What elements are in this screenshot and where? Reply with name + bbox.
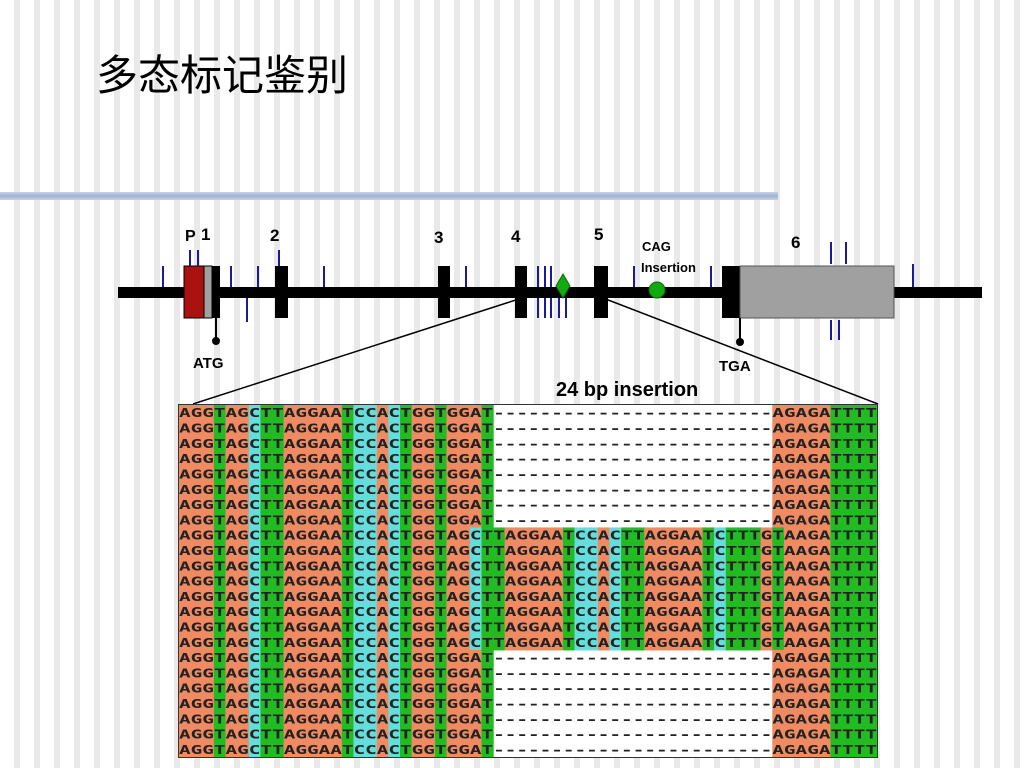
cag-label-line2: Insertion <box>641 260 696 275</box>
sequence-alignment: AGGTAGCTTAGGAATCCACTGGTGGAT-------------… <box>179 405 878 758</box>
alignment-row: AGGTAGCTTAGGAATCCACTGGTAGCTTAGGAATCCACTT… <box>179 542 878 559</box>
alignment-row: AGGTAGCTTAGGAATCCACTGGTAGCTTAGGAATCCACTT… <box>179 527 878 544</box>
alignment-sequence: AGGTAGCTTAGGAATCCACTGGTGGAT-------------… <box>179 665 877 680</box>
alignment-sequence: AGGTAGCTTAGGAATCCACTGGTGGAT-------------… <box>179 482 877 497</box>
alignment-row: AGGTAGCTTAGGAATCCACTGGTAGCTTAGGAATCCACTT… <box>179 619 878 636</box>
alignment-row: AGGTAGCTTAGGAATCCACTGGTGGAT-------------… <box>179 496 878 513</box>
gene-structure-diagram: P 1 2 3 4 5 6 CAG Insertion ATG TGA 24 b… <box>118 225 982 404</box>
exon1-label: 1 <box>201 225 210 244</box>
zoom-line-right <box>602 297 879 404</box>
atg-dot <box>212 337 220 345</box>
alignment-sequence: AGGTAGCTTAGGAATCCACTGGTAGCTTAGGAATCCACTT… <box>179 635 877 650</box>
alignment-row: AGGTAGCTTAGGAATCCACTGGTGGAT-------------… <box>179 466 878 483</box>
slide-title: 多态标记鉴别 <box>96 51 349 100</box>
alignment-sequence: AGGTAGCTTAGGAATCCACTGGTAGCTTAGGAATCCACTT… <box>179 528 877 543</box>
exon5-label: 5 <box>594 225 603 244</box>
alignment-row: AGGTAGCTTAGGAATCCACTGGTGGAT-------------… <box>179 450 878 467</box>
alignment-sequence: AGGTAGCTTAGGAATCCACTGGTAGCTTAGGAATCCACTT… <box>179 620 877 635</box>
alignment-sequence: AGGTAGCTTAGGAATCCACTGGTGGAT-------------… <box>179 421 877 436</box>
alignment-row: AGGTAGCTTAGGAATCCACTGGTAGCTTAGGAATCCACTT… <box>179 634 878 651</box>
alignment-row: AGGTAGCTTAGGAATCCACTGGTGGAT-------------… <box>179 695 878 712</box>
exon5-box <box>594 266 608 318</box>
alignment-row: AGGTAGCTTAGGAATCCACTGGTGGAT-------------… <box>179 420 878 437</box>
exon1-utr-box <box>203 265 213 319</box>
alignment-row: AGGTAGCTTAGGAATCCACTGGTGGAT-------------… <box>179 512 878 529</box>
atg-label: ATG <box>193 355 224 372</box>
exon6-coding-box <box>722 266 740 318</box>
alignment-row: AGGTAGCTTAGGAATCCACTGGTAGCTTAGGAATCCACTT… <box>179 588 878 605</box>
zoom-line-left <box>192 297 523 404</box>
alignment-sequence: AGGTAGCTTAGGAATCCACTGGTAGCTTAGGAATCCACTT… <box>179 558 877 573</box>
alignment-sequence: AGGTAGCTTAGGAATCCACTGGTGGAT-------------… <box>179 696 877 711</box>
exon4-box <box>515 266 527 318</box>
tga-label: TGA <box>719 358 751 375</box>
alignment-row: AGGTAGCTTAGGAATCCACTGGTGGAT-------------… <box>179 665 878 682</box>
exon2-label: 2 <box>270 226 279 245</box>
alignment-sequence: AGGTAGCTTAGGAATCCACTGGTAGCTTAGGAATCCACTT… <box>179 543 877 558</box>
indel-marker-diamond <box>555 273 571 299</box>
exon3-label: 3 <box>434 228 443 247</box>
exon6-label: 6 <box>791 233 800 252</box>
alignment-row: AGGTAGCTTAGGAATCCACTGGTGGAT-------------… <box>179 435 878 452</box>
exon6-utr-box <box>739 265 895 319</box>
alignment-row: AGGTAGCTTAGGAATCCACTGGTAGCTTAGGAATCCACTT… <box>179 573 878 590</box>
alignment-row: AGGTAGCTTAGGAATCCACTGGTGGAT-------------… <box>179 481 878 498</box>
promoter-box <box>183 265 205 319</box>
alignment-row: AGGTAGCTTAGGAATCCACTGGTGGAT-------------… <box>179 741 878 758</box>
insertion-label: 24 bp insertion <box>556 379 698 401</box>
alignment-sequence: AGGTAGCTTAGGAATCCACTGGTGGAT-------------… <box>179 497 877 512</box>
snp-ticks-below <box>246 298 840 340</box>
title-divider <box>0 192 778 200</box>
alignment-sequence: AGGTAGCTTAGGAATCCACTGGTGGAT-------------… <box>179 711 877 726</box>
cag-label-line1: CAG <box>642 239 671 254</box>
alignment-sequence: AGGTAGCTTAGGAATCCACTGGTGGAT-------------… <box>179 405 877 420</box>
alignment-sequence: AGGTAGCTTAGGAATCCACTGGTAGCTTAGGAATCCACTT… <box>179 604 877 619</box>
alignment-sequence: AGGTAGCTTAGGAATCCACTGGTGGAT-------------… <box>179 650 877 665</box>
alignment-row: AGGTAGCTTAGGAATCCACTGGTGGAT-------------… <box>179 405 878 421</box>
exon4-label: 4 <box>511 227 521 246</box>
alignment-sequence: AGGTAGCTTAGGAATCCACTGGTAGCTTAGGAATCCACTT… <box>179 589 877 604</box>
alignment-row: AGGTAGCTTAGGAATCCACTGGTGGAT-------------… <box>179 711 878 727</box>
snp-ticks-above <box>162 242 914 287</box>
exon3-box <box>438 266 450 318</box>
tga-dot <box>736 338 744 346</box>
cag-insertion-marker <box>648 281 666 299</box>
exon1-coding-box <box>212 266 220 318</box>
alignment-row: AGGTAGCTTAGGAATCCACTGGTGGAT-------------… <box>179 680 878 697</box>
alignment-row: AGGTAGCTTAGGAATCCACTGGTAGCTTAGGAATCCACTT… <box>179 603 878 620</box>
alignment-sequence: AGGTAGCTTAGGAATCCACTGGTGGAT-------------… <box>179 727 877 742</box>
alignment-row: AGGTAGCTTAGGAATCCACTGGTGGAT-------------… <box>179 649 878 666</box>
alignment-sequence: AGGTAGCTTAGGAATCCACTGGTGGAT-------------… <box>179 742 877 757</box>
sequence-alignment-panel: AGGTAGCTTAGGAATCCACTGGTGGAT-------------… <box>178 404 878 758</box>
alignment-sequence: AGGTAGCTTAGGAATCCACTGGTAGCTTAGGAATCCACTT… <box>179 574 877 589</box>
alignment-sequence: AGGTAGCTTAGGAATCCACTGGTGGAT-------------… <box>179 512 877 527</box>
alignment-row: AGGTAGCTTAGGAATCCACTGGTGGAT-------------… <box>179 726 878 743</box>
alignment-sequence: AGGTAGCTTAGGAATCCACTGGTGGAT-------------… <box>179 436 877 451</box>
alignment-sequence: AGGTAGCTTAGGAATCCACTGGTGGAT-------------… <box>179 681 877 696</box>
alignment-row: AGGTAGCTTAGGAATCCACTGGTAGCTTAGGAATCCACTT… <box>179 558 878 574</box>
exon2-box <box>275 266 288 318</box>
alignment-sequence: AGGTAGCTTAGGAATCCACTGGTGGAT-------------… <box>179 451 877 466</box>
alignment-sequence: AGGTAGCTTAGGAATCCACTGGTGGAT-------------… <box>179 466 877 481</box>
gene-backbone-line <box>118 287 982 298</box>
promoter-label: P <box>185 228 196 245</box>
